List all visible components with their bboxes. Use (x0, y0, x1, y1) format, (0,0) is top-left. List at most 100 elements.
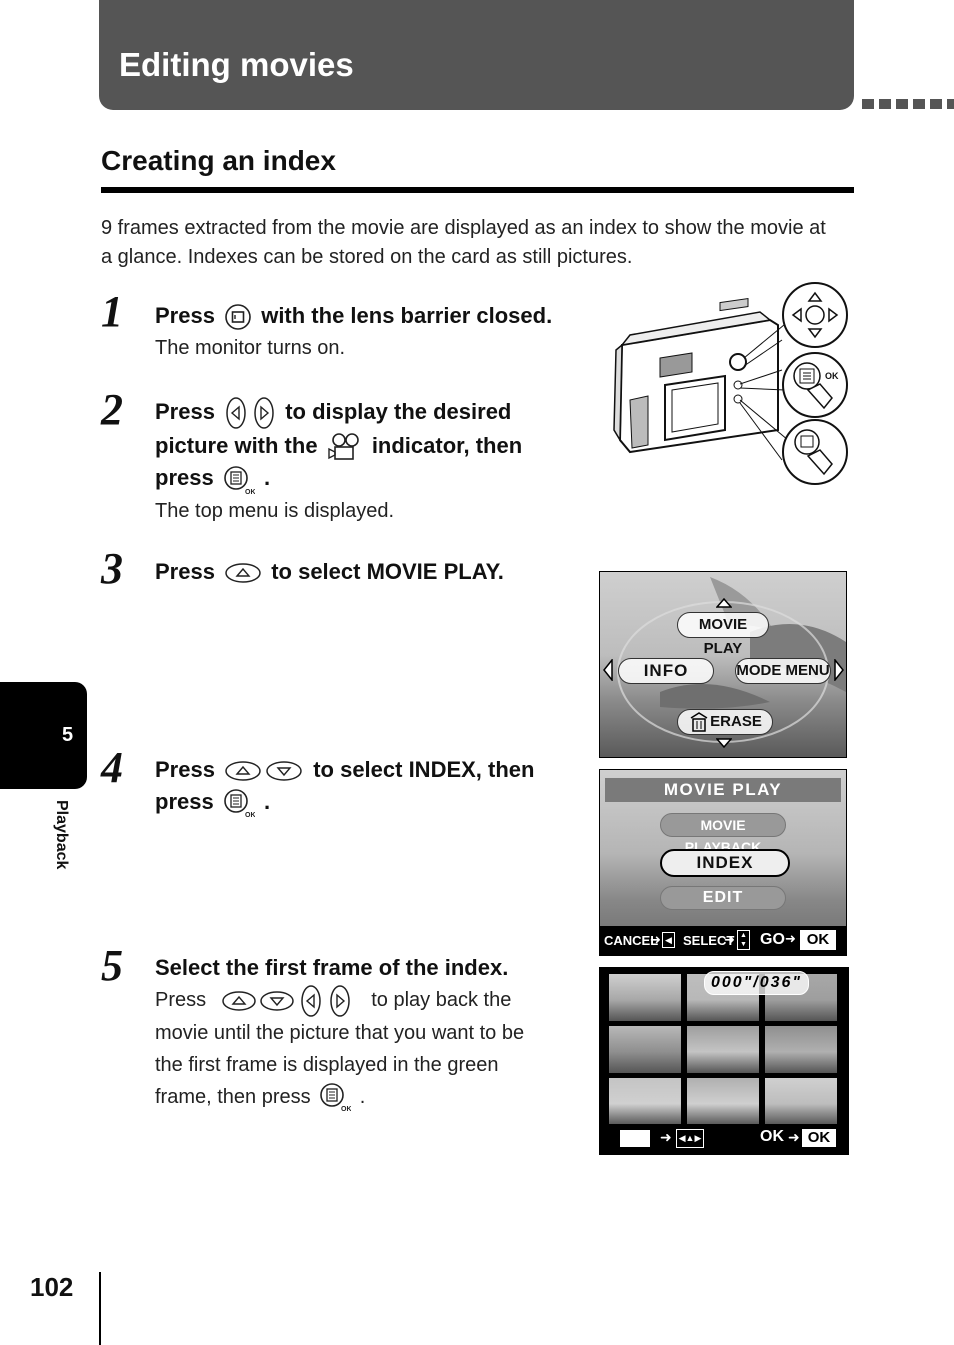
step-text: Press (155, 559, 215, 584)
up-down-arrow-buttons-icon (225, 761, 302, 781)
step-text: press (155, 789, 214, 814)
step-text: frame, then press (155, 1085, 311, 1108)
section-title: Creating an index (101, 145, 336, 176)
go-label: GO (760, 931, 785, 948)
step-note: The monitor turns on. (155, 337, 346, 359)
step-text: to select INDEX, then (313, 757, 535, 782)
step-text: with the lens barrier closed. (261, 303, 553, 328)
step-number-1: 1 (101, 287, 123, 336)
index-frame-grid (609, 974, 839, 1125)
four-arrow-buttons-icon (221, 984, 350, 1017)
up-down-key-icon: ▲▼ (737, 930, 750, 950)
arrow-icon: ➜ (788, 1129, 800, 1145)
menu-info[interactable]: INFO (618, 658, 714, 684)
index-thumbnail-icon (620, 1130, 650, 1147)
step-text: . (359, 1085, 366, 1108)
lcd-bottom-bar: ➜ ◀▲▶ OK ➜ OK (600, 1124, 848, 1154)
lcd-bottom-bar: CANCEL ➜ ◀ SELECT ➜ ▲▼ GO ➜ OK (600, 926, 846, 955)
chapter-tab (0, 682, 87, 789)
page-number: 102 (30, 1272, 74, 1302)
step-2: Press to display the desired picture wit… (155, 396, 595, 527)
left-key-icon: ◀ (662, 932, 675, 948)
movie-camera-icon (327, 433, 359, 461)
step-text: . (263, 465, 271, 491)
arrow-icon: ➜ (724, 932, 735, 947)
option-index-selected[interactable]: INDEX (660, 849, 790, 877)
index-frame-thumbnail (765, 1078, 837, 1125)
chapter-label: Playback (53, 800, 70, 870)
trash-icon (690, 712, 708, 732)
step-text: Press (155, 989, 207, 1011)
camera-illustration: OK (613, 282, 848, 485)
intro-paragraph: 9 frames extracted from the movie are di… (101, 217, 826, 268)
step-text: to select MOVIE PLAY. (271, 559, 504, 584)
lcd-top-menu: MOVIE PLAY INFO MODE MENU ERASE (599, 571, 847, 758)
step-text: indicator, then (371, 433, 523, 459)
step-4: Press to select INDEX, then press OK . (155, 754, 595, 818)
left-arrow-icon (603, 659, 613, 681)
select-label: SELECT (683, 933, 735, 948)
step-number-2: 2 (101, 385, 123, 434)
step-text: . (263, 789, 271, 814)
step-5: Select the first frame of the index. Pre… (155, 952, 595, 1113)
menu-movie-play[interactable]: MOVIE PLAY (677, 612, 769, 657)
arrow-icon: ➜ (660, 1129, 672, 1145)
index-frame-thumbnail (609, 1026, 681, 1073)
section-divider (101, 187, 854, 193)
erase-label: ERASE (710, 713, 762, 730)
ok-button-icon: OK (224, 465, 255, 495)
arrow-icon: ➜ (785, 931, 796, 946)
ok-key-icon: OK (800, 930, 836, 950)
cancel-label: CANCEL (604, 933, 659, 948)
ok-label: OK (825, 371, 839, 381)
index-frame-thumbnail (609, 1078, 681, 1125)
svg-text:OK: OK (341, 1106, 351, 1112)
page-number-rule (99, 1272, 101, 1345)
step-text: picture with the (155, 433, 318, 459)
ok-key-icon: OK (802, 1129, 836, 1147)
step-number-3: 3 (101, 544, 123, 593)
index-frame-thumbnail (687, 1026, 759, 1073)
step-text: press (155, 465, 214, 491)
monitor-button-icon (225, 304, 251, 330)
step-3: Press to select MOVIE PLAY. (155, 556, 595, 588)
menu-mode-menu[interactable]: MODE MENU (735, 658, 831, 684)
menu-erase[interactable]: ERASE (677, 709, 773, 735)
up-arrow-icon (716, 598, 732, 608)
lcd-index-view: 000"/036" ➜ ◀▲▶ OK ➜ OK (599, 967, 849, 1155)
step-text: to play back the (371, 989, 512, 1011)
page-title: Editing movies (119, 46, 354, 83)
ok-button-icon: OK (320, 1083, 351, 1112)
step-text: Press (155, 399, 215, 424)
step-text: Press (155, 757, 215, 782)
time-counter: 000"/036" (704, 971, 810, 995)
ok-label: OK (760, 1128, 784, 1145)
header-dot-strip (862, 99, 954, 109)
down-arrow-icon (716, 738, 732, 748)
svg-text:OK: OK (245, 489, 255, 495)
index-frame-thumbnail (765, 1026, 837, 1073)
step-1: Press with the lens barrier closed. The … (155, 300, 595, 364)
right-arrow-icon (834, 659, 844, 681)
ok-button-icon: OK (224, 789, 255, 818)
step-note: The top menu is displayed. (155, 499, 395, 522)
up-arrow-button-icon (225, 563, 261, 583)
left-right-arrow-buttons-icon (226, 397, 274, 429)
index-frame-thumbnail (609, 974, 681, 1021)
chapter-number: 5 (62, 724, 74, 746)
index-frame-thumbnail (687, 1078, 759, 1125)
step-text: to display the desired (285, 399, 512, 424)
step-text: the first frame is displayed in the gree… (155, 1053, 499, 1076)
chapter-header: Editing movies (99, 0, 854, 110)
menu-title: MOVIE PLAY (605, 778, 841, 802)
step-number-4: 4 (101, 743, 123, 792)
svg-text:OK: OK (245, 812, 255, 818)
step-text: movie until the picture that you want to… (155, 1021, 525, 1044)
arrow-icon: ➜ (650, 932, 661, 947)
option-edit[interactable]: EDIT (660, 886, 786, 910)
step-title: Select the first frame of the index. (155, 955, 509, 980)
option-movie-playback[interactable]: MOVIE PLAYBACK (660, 813, 786, 855)
step-number-5: 5 (101, 941, 123, 990)
step-text: Press (155, 303, 215, 328)
four-way-key-icon: ◀▲▶ (676, 1129, 704, 1148)
